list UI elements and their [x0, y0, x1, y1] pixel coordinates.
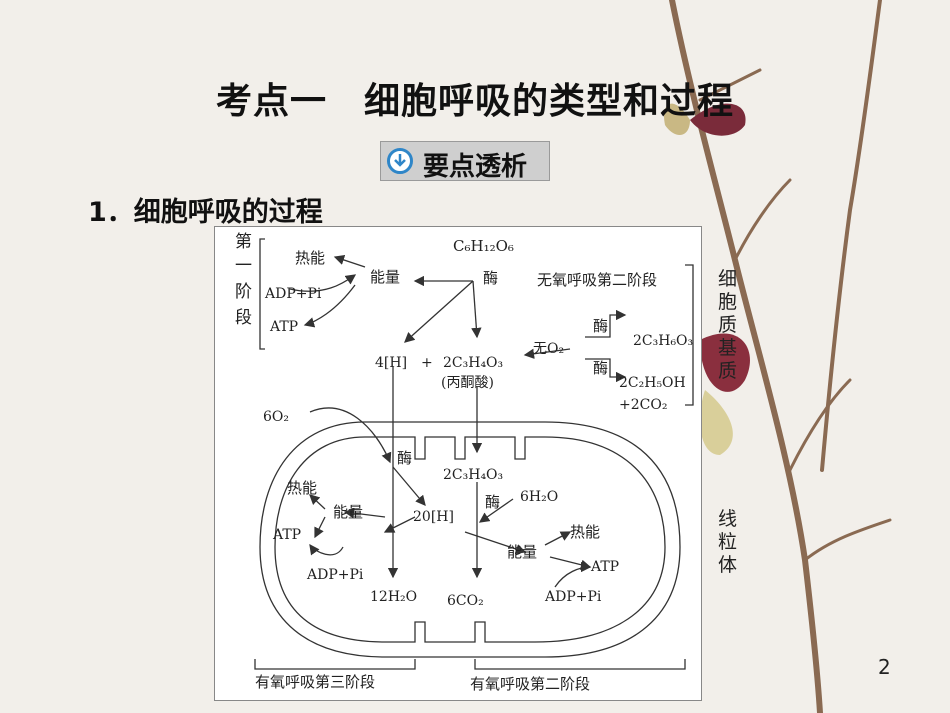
- stage1-label-3: 阶: [235, 282, 252, 302]
- pyruvate-name-label: (丙酮酸): [441, 375, 494, 391]
- section-subtitle: 1．细胞呼吸的过程: [88, 197, 323, 228]
- glucose-label: C₆H₁₂O₆: [453, 237, 514, 255]
- aerobic-stage2-label: 有氧呼吸第二阶段: [470, 675, 590, 693]
- h20-label: 20[H]: [413, 509, 454, 525]
- mitochondrion-inner: [274, 436, 666, 643]
- anaerobic-stage2-label: 无氧呼吸第二阶段: [537, 271, 657, 289]
- enzyme-label-5: 酶: [485, 493, 500, 511]
- enzyme-label-4: 酶: [397, 449, 412, 467]
- enzyme-label-3: 酶: [593, 359, 608, 377]
- h2o-12-label: 12H₂O: [370, 589, 417, 605]
- energy-label-3: 能量: [507, 543, 537, 561]
- energy-label-1: 能量: [370, 268, 400, 286]
- pyruvate-label-2: 2C₃H₄O₃: [443, 467, 503, 483]
- badge-label: 要点透析: [423, 152, 528, 182]
- aerobic-stage3-label: 有氧呼吸第三阶段: [255, 673, 375, 691]
- pyruvate-label: 2C₃H₄O₃: [443, 355, 503, 371]
- stage1-label-1: 第: [235, 232, 252, 252]
- enzyme-label-1: 酶: [483, 269, 498, 287]
- atp-label-2: ATP: [272, 527, 301, 543]
- adp-pi-label-2: ADP+Pi: [306, 567, 364, 583]
- heat-label-1: 热能: [295, 249, 325, 267]
- cytoplasm-text: 细胞质基质: [718, 268, 738, 382]
- atp-label-1: ATP: [269, 319, 298, 335]
- lactic-acid-label: 2C₃H₆O₃: [633, 333, 693, 349]
- mitochondrion-outer: [259, 421, 681, 658]
- ethanol-label: 2C₂H₅OH: [619, 375, 686, 391]
- arrow-down-icon: [387, 148, 413, 174]
- no-o2-label: 无O₂: [533, 341, 564, 357]
- atp-label-3: ATP: [590, 559, 619, 575]
- h2o-6-label: 6H₂O: [520, 489, 558, 505]
- h4-label: 4[H]: [375, 355, 407, 371]
- page-title: 考点一 细胞呼吸的类型和过程: [215, 81, 734, 122]
- respiration-diagram: 第 一 阶 段 C₆H₁₂O₆ 酶 热能 能量 ADP+Pi ATP 无氧呼吸第…: [214, 226, 702, 701]
- enzyme-label-2: 酶: [593, 317, 608, 335]
- stage1-label-4: 段: [235, 308, 252, 328]
- stage1-label-2: 一: [235, 256, 252, 276]
- adp-pi-label-3: ADP+Pi: [544, 589, 602, 605]
- cytoplasm-label: 细胞质基质: [718, 268, 740, 383]
- adp-pi-label-1: ADP+Pi: [264, 286, 322, 302]
- co2-6-label: 6CO₂: [447, 593, 484, 609]
- energy-label-2: 能量: [333, 503, 363, 521]
- plus-label: +: [421, 355, 433, 371]
- co2-2-label: +2CO₂: [619, 397, 667, 413]
- o2-label: 6O₂: [263, 409, 289, 425]
- heat-label-2: 热能: [287, 479, 317, 497]
- page-number: 2: [878, 655, 891, 679]
- mitochondria-label: 线粒体: [718, 508, 740, 577]
- heat-label-3: 热能: [570, 523, 600, 541]
- section-badge: 要点透析: [380, 141, 550, 182]
- diagram-canvas: 第 一 阶 段 C₆H₁₂O₆ 酶 热能 能量 ADP+Pi ATP 无氧呼吸第…: [235, 232, 694, 693]
- mitochondria-text: 线粒体: [718, 508, 738, 576]
